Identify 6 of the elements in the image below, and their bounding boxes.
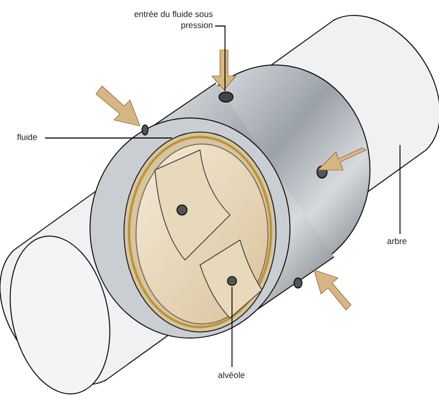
callout-label: entrée du fluide sous pression [133, 9, 213, 31]
callout-label: alvéole [218, 370, 246, 381]
fluid-film [128, 136, 272, 328]
callout-label: fluide [17, 132, 38, 143]
leader-line [214, 26, 226, 92]
callout-label: arbre [387, 236, 408, 247]
